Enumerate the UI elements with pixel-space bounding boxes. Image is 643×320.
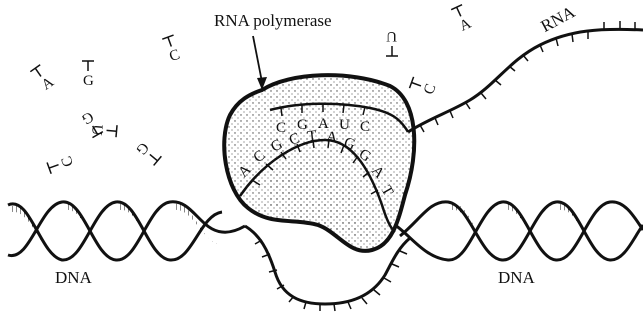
rna-base: C	[360, 119, 370, 135]
free-nucleotide: U	[386, 28, 397, 44]
dna-helix-left	[8, 202, 245, 260]
free-nucleotide: U	[88, 124, 105, 136]
rna-base: A	[318, 116, 329, 132]
free-nucleotide: G	[83, 73, 94, 89]
free-nucleotide: A	[457, 16, 474, 35]
free-nucleotide: C	[421, 82, 439, 97]
rna-base: U	[339, 117, 350, 133]
polymerase-pointer-arrow	[253, 36, 267, 90]
dna-right-label: DNA	[498, 268, 536, 287]
rna-label: RNA	[538, 2, 579, 36]
free-nucleotide: C	[167, 47, 182, 65]
template-base: T	[307, 128, 318, 145]
rna-base: C	[276, 120, 286, 136]
rna-polymerase-label: RNA polymerase	[214, 11, 332, 30]
dna-left-label: DNA	[55, 268, 93, 287]
rna-base: G	[297, 117, 308, 133]
dna-helix-right	[395, 202, 643, 260]
rna-strand-exiting	[408, 21, 643, 132]
free-nucleotide: C	[59, 154, 77, 169]
free-nucleotide: A	[39, 74, 57, 93]
free-nucleotide: G	[132, 139, 151, 158]
